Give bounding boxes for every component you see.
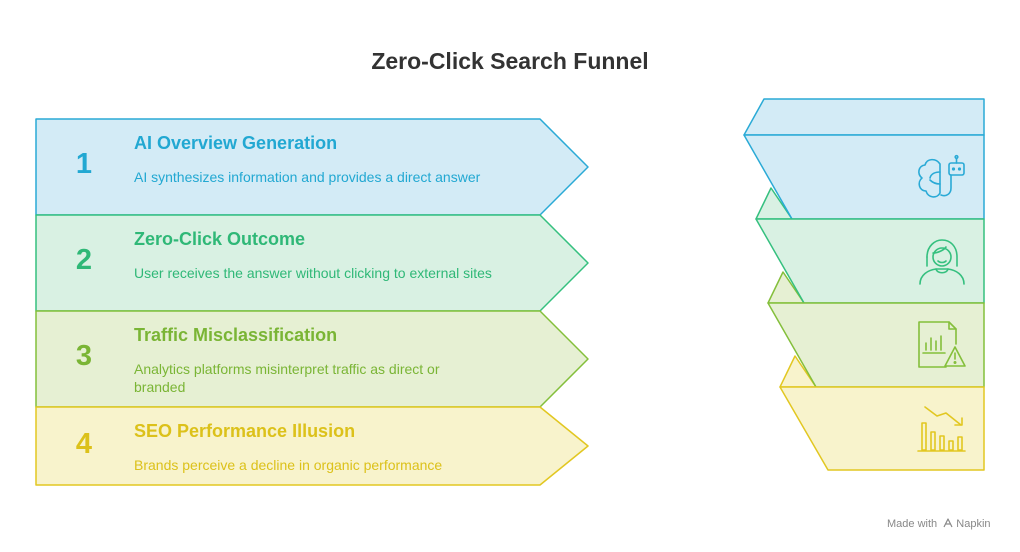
credit-prefix: Made with bbox=[887, 518, 938, 530]
step-box-4 bbox=[35, 406, 589, 486]
brain-robot-icon bbox=[918, 154, 965, 198]
step-4-description: Brands perceive a decline in organic per… bbox=[134, 457, 443, 473]
step-1-number: 1 bbox=[75, 148, 93, 180]
step-3-number: 3 bbox=[75, 340, 93, 372]
diagram-title: Zero-Click Search Funnel bbox=[371, 48, 649, 74]
step-4-title: SEO Performance Illusion bbox=[134, 421, 356, 441]
credit-brand: Napkin bbox=[956, 518, 991, 530]
step-3-description: Analytics platforms misinterpret traffic… bbox=[134, 361, 440, 395]
step-2-description: User receives the answer without clickin… bbox=[134, 265, 492, 281]
step-3-title: Traffic Misclassification bbox=[134, 325, 338, 345]
step-1-description: AI synthesizes information and provides … bbox=[134, 169, 481, 185]
step-1-title: AI Overview Generation bbox=[134, 133, 338, 153]
declining-chart-icon bbox=[917, 406, 966, 452]
user-icon bbox=[919, 239, 965, 285]
report-warning-icon bbox=[918, 321, 966, 368]
step-2-number: 2 bbox=[75, 244, 93, 276]
step-box-3 bbox=[35, 310, 589, 408]
funnel-layer-4 bbox=[779, 386, 985, 471]
made-with-credit[interactable]: Made with Napkin bbox=[887, 518, 991, 530]
step-box-2 bbox=[35, 214, 589, 312]
napkin-logo-icon bbox=[943, 518, 953, 530]
funnel-layer-1-top bbox=[743, 98, 985, 136]
step-2-title: Zero-Click Outcome bbox=[134, 229, 306, 249]
step-4-number: 4 bbox=[75, 428, 93, 460]
step-box-1 bbox=[35, 118, 589, 216]
